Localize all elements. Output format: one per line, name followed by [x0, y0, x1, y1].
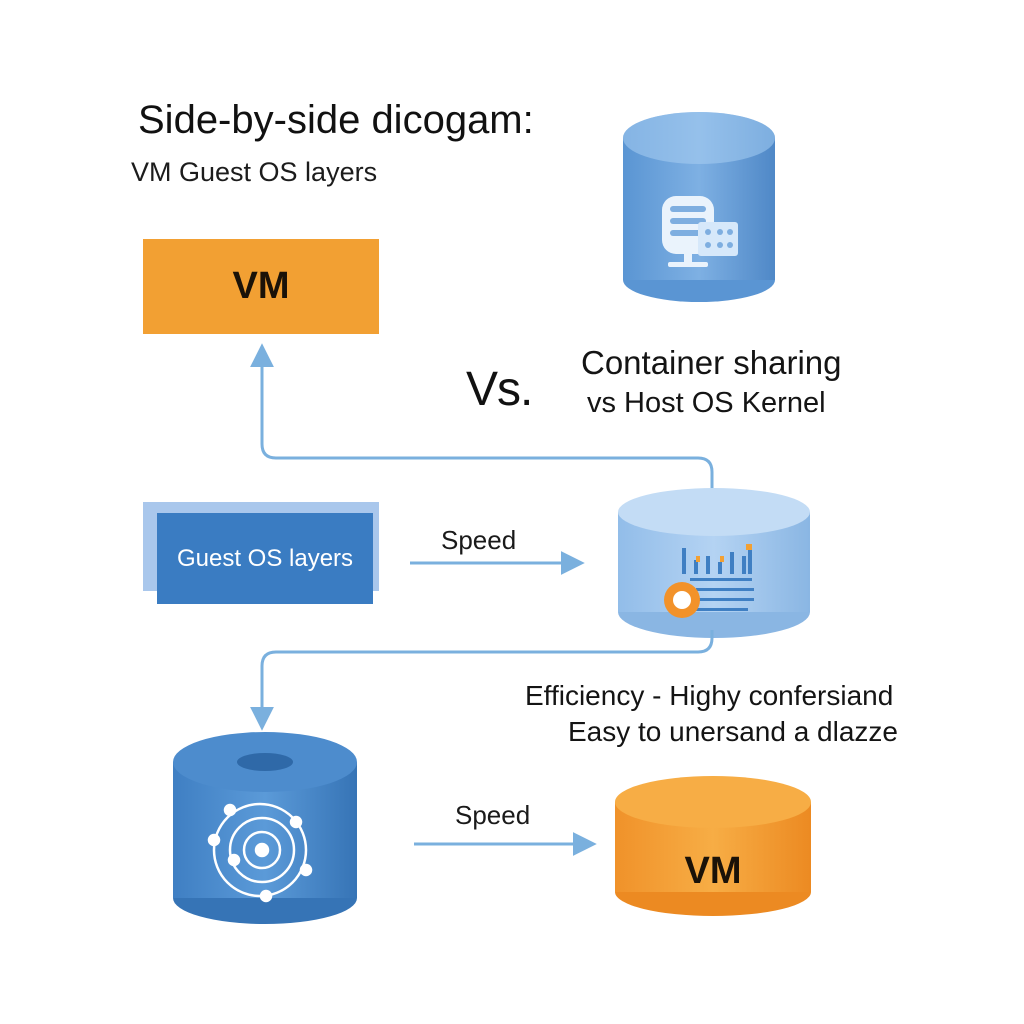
network-cylinder	[173, 732, 357, 924]
guest-os-label: Guest OS layers	[176, 544, 354, 572]
efficiency-caption-line2: Easy to unersand a dlazze	[568, 716, 898, 747]
vm-box: VM	[143, 239, 379, 334]
arrow-to-vm	[250, 343, 714, 490]
vm-box-label: VM	[232, 265, 290, 307]
orbit-network-icon	[207, 802, 313, 903]
bar-chart-icon	[664, 544, 754, 618]
diagram-subtitle: VM Guest OS layers	[131, 157, 378, 187]
speed-label-2: Speed	[455, 800, 531, 830]
efficiency-caption-line1: Efficiency - Highy confersiand	[525, 680, 894, 711]
vm-cylinder	[615, 776, 811, 916]
server-icon	[662, 196, 738, 267]
container-caption-line2: vs Host OS Kernel	[587, 387, 826, 419]
vm-cylinder-label: VM	[684, 850, 742, 892]
guest-os-box: Guest OS layers	[157, 513, 373, 604]
container-caption-line1: Container sharing	[581, 344, 842, 381]
chart-cylinder	[618, 488, 810, 638]
vs-label: Vs.	[466, 363, 533, 416]
arrow-to-network-cylinder	[250, 630, 714, 731]
speed-label-1: Speed	[441, 525, 517, 555]
diagram-title: Side-by-side dicogam:	[138, 98, 534, 142]
